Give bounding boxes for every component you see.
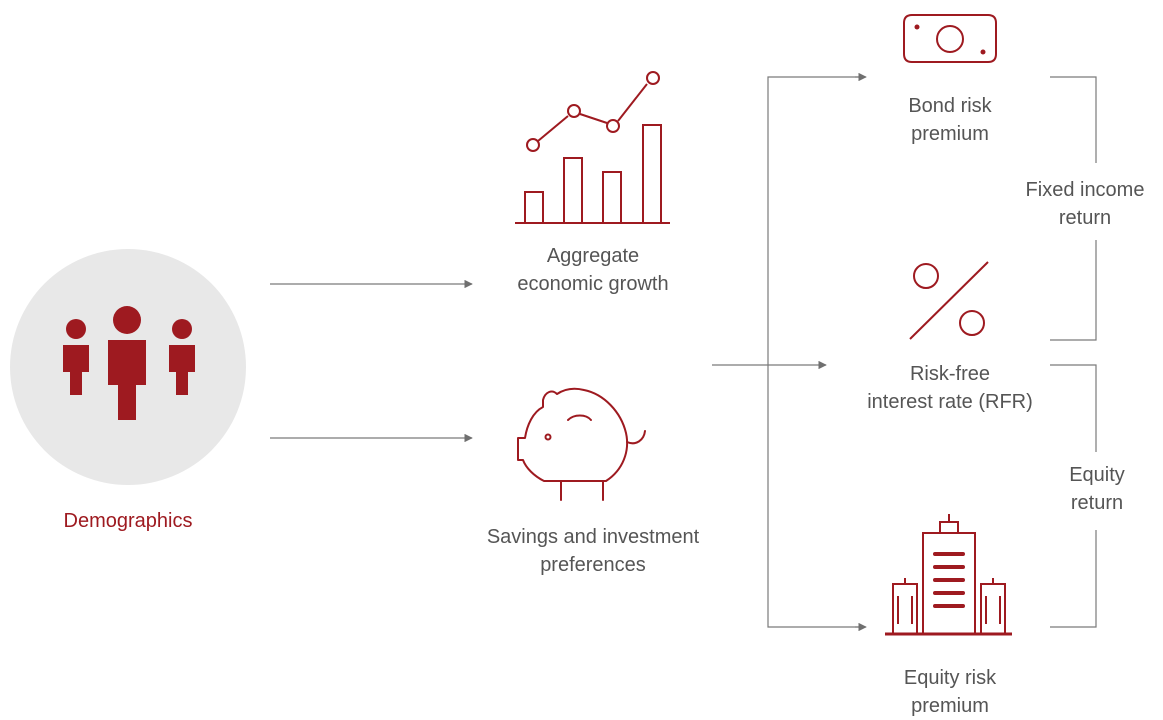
growth-chart-icon — [515, 71, 670, 224]
piggy-bank-icon — [517, 387, 646, 501]
building-icon — [885, 514, 1012, 636]
savings-label: Savings and investment preferences — [486, 526, 700, 576]
equity-return-label: Equity return — [1069, 464, 1125, 514]
equity-bracket — [1050, 364, 1097, 628]
bond-label: Bond risk premium — [908, 95, 992, 145]
distributor-line — [767, 76, 865, 628]
people-icon — [63, 306, 195, 420]
demographics-label: Demographics — [63, 510, 193, 532]
fixed-income-bracket — [1050, 76, 1097, 341]
fixed-income-return-label: Fixed income return — [1025, 179, 1145, 229]
growth-label: Aggregate economic growth — [517, 245, 669, 295]
percent-icon — [909, 261, 989, 340]
demographics-node — [10, 249, 246, 485]
equity-premium-label: Equity risk premium — [903, 667, 997, 717]
banknote-icon — [903, 14, 997, 63]
rfr-label: Risk-free interest rate (RFR) — [867, 363, 1033, 413]
